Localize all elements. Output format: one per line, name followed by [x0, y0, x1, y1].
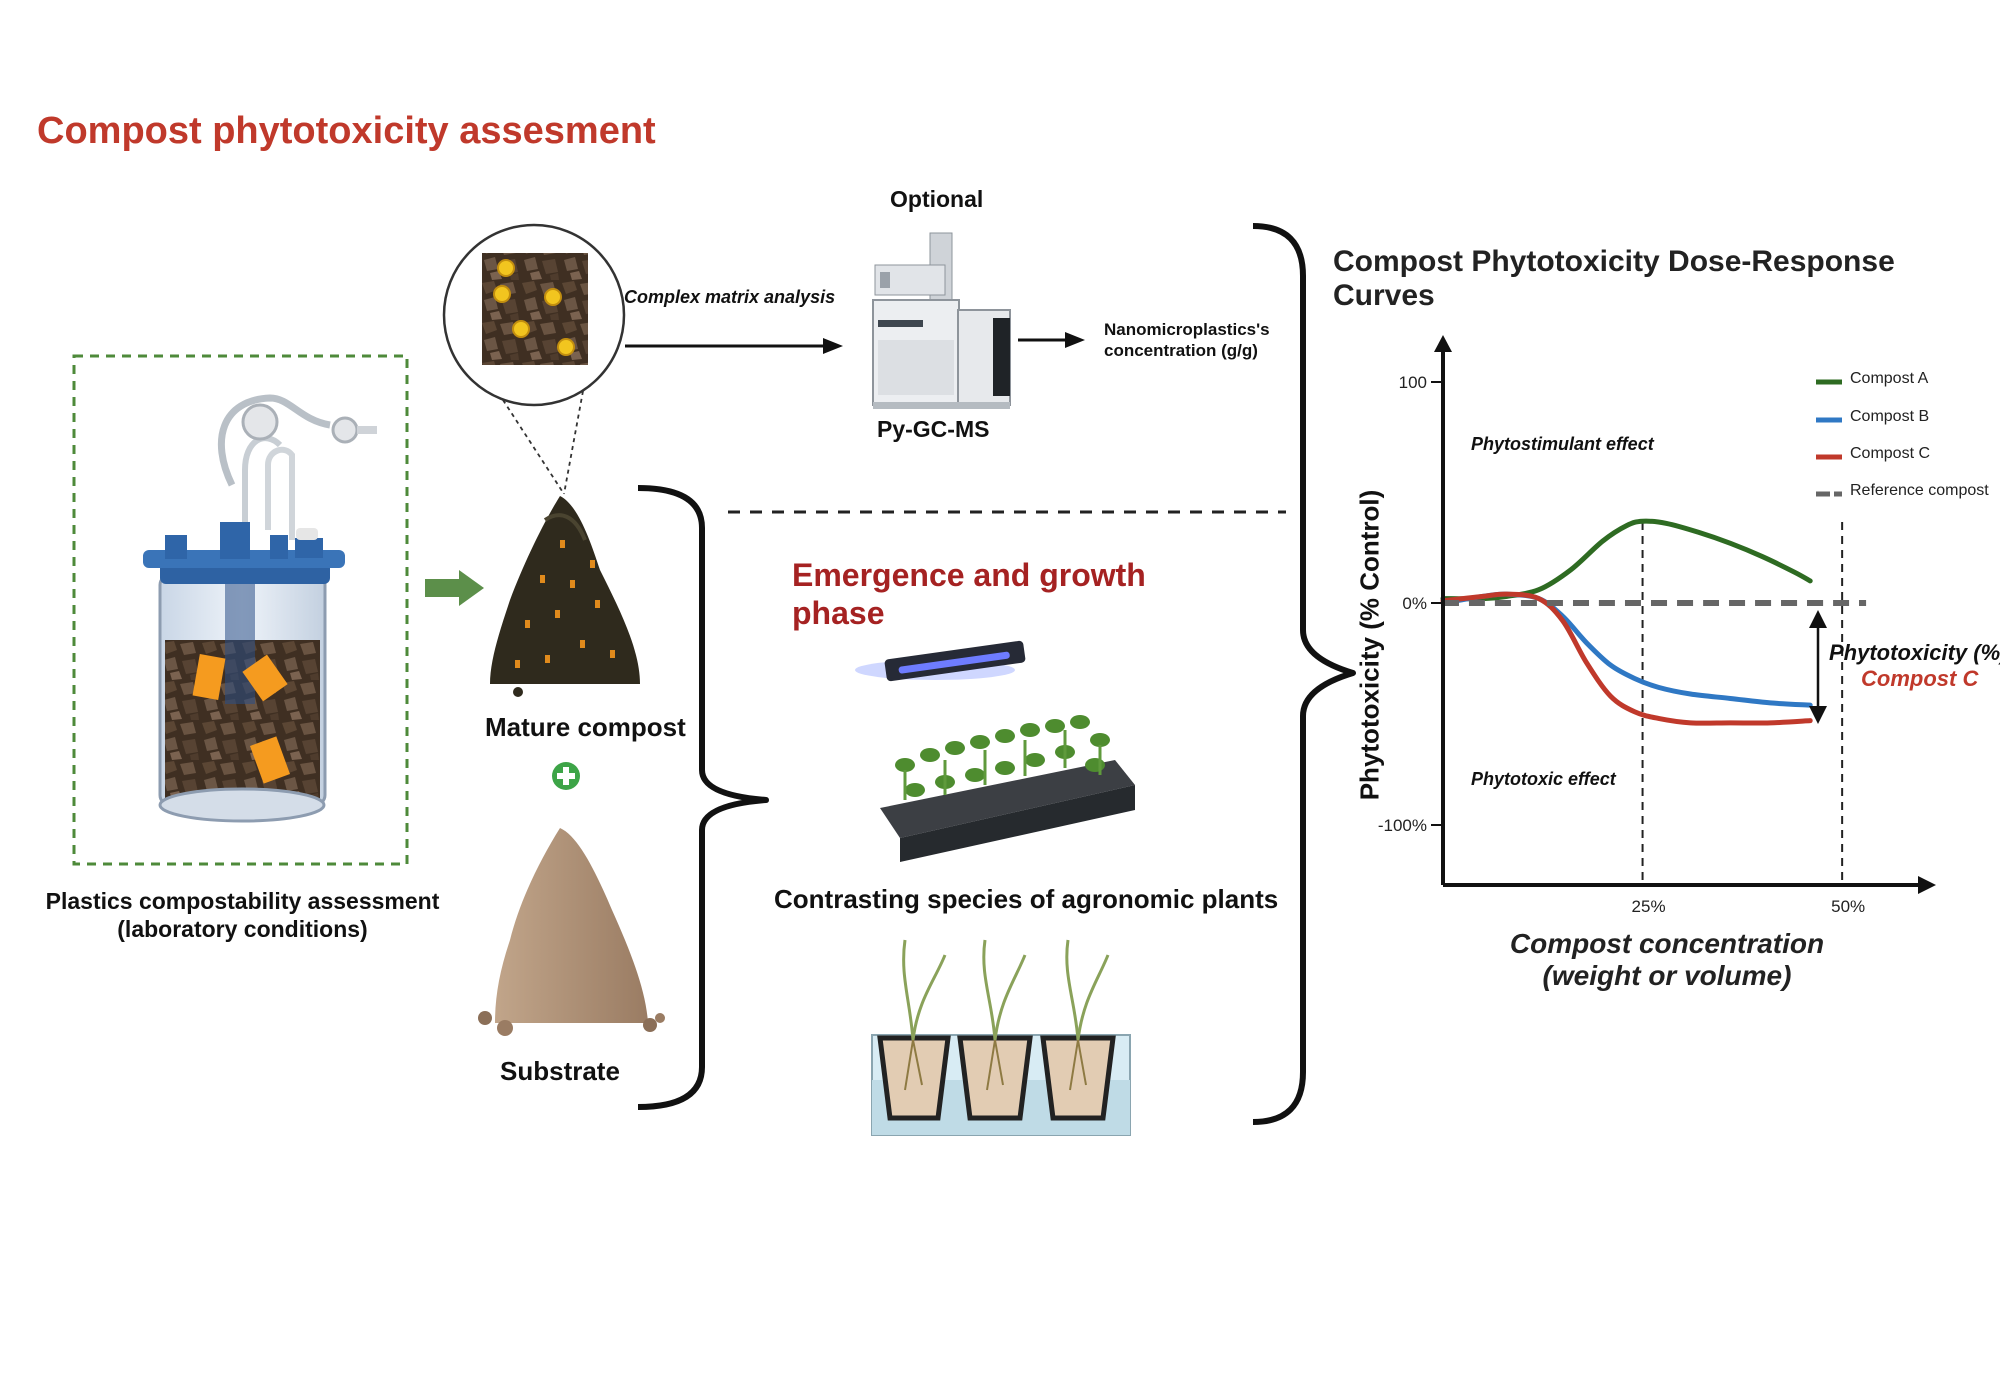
x-axis-arrowhead [1918, 876, 1936, 894]
legend-label: Reference compost [1850, 482, 1989, 499]
chart-ticks: 100 0% -100% 25% 50% [1378, 373, 1865, 916]
y-axis-arrowhead [1434, 335, 1452, 352]
phytotoxicity-arrow-head-up [1809, 610, 1827, 628]
y-tick-label: 0% [1402, 594, 1427, 613]
reactor-caption-line1: Plastics compostability assessment [45, 888, 440, 914]
main-title: Compost phytotoxicity assesment [37, 110, 656, 152]
series-line-compost-c [1440, 591, 1813, 726]
nanomicroplastics-output: Nanomicroplastics's concentration (g/g) [1104, 319, 1270, 361]
reactor-caption: Plastics compostability assessment (labo… [30, 887, 455, 943]
series-line-compost-b [1440, 591, 1813, 708]
chart-legend: Compost A Compost B Compost C Reference com… [1816, 370, 1989, 499]
species-label: Contrasting species of agronomic plants [774, 884, 1279, 914]
instrument-label: Py-GC-MS [877, 416, 990, 442]
reactor-box [72, 354, 409, 866]
legend-label: Compost C [1850, 445, 1930, 462]
y-tick-label: 100 [1399, 373, 1427, 392]
growth-phase-title: Emergence and growth phase [792, 556, 1146, 632]
grow-lamp-icon [855, 640, 1026, 682]
results-brace [1252, 223, 1356, 1125]
mature-compost-label: Mature compost [485, 712, 686, 742]
transfer-arrow [425, 570, 484, 606]
growth-title-line1: Emergence and growth [792, 557, 1146, 593]
chart-xlabel-line2: (weight or volume) [1542, 960, 1792, 991]
series-line-compost-a [1440, 518, 1813, 602]
chart-series [1440, 518, 1867, 726]
chart-guides [1641, 522, 1844, 885]
output-line1: Nanomicroplastics's [1104, 320, 1270, 339]
seedling-tray-icon [880, 715, 1135, 862]
growth-phase-brace [637, 485, 769, 1110]
y-tick-label: -100% [1378, 816, 1427, 835]
analysis-arrows [625, 332, 1085, 354]
x-tick-label: 50% [1831, 897, 1865, 916]
pygcms-instrument-icon [872, 232, 1011, 409]
phytotoxicity-label: Phytotoxicity (%) [1829, 640, 2000, 665]
chart-ylabel: Phytotoxicity (% Control) [1354, 489, 1385, 801]
magnifier-lens [442, 223, 626, 495]
chart-xlabel-line1: Compost concentration [1509, 928, 1825, 959]
bioreactor-icon [143, 394, 377, 823]
chart-axes [1434, 335, 1936, 894]
x-tick-label: 25% [1632, 897, 1666, 916]
chart-title: Compost Phytotoxicity Dose-Response Curv… [1333, 245, 1895, 312]
phytotoxic-annotation: Phytotoxic effect [1471, 769, 1617, 789]
optional-label: Optional [890, 186, 984, 212]
chart-ylabel-anchor: Phytotoxicity (% Control) [1340, 490, 1400, 801]
plus-icon [552, 762, 580, 790]
substrate-icon [478, 828, 665, 1036]
output-line2: concentration (g/g) [1104, 341, 1258, 360]
chart-xlabel: Compost concentration (weight or volume) [1482, 928, 1852, 992]
phytostimulant-annotation: Phytostimulant effect [1471, 434, 1655, 454]
phytotoxicity-sublabel: Compost C [1861, 666, 1979, 691]
growth-title-line2: phase [792, 595, 885, 631]
legend-label: Compost A [1850, 370, 1929, 387]
substrate-label: Substrate [500, 1056, 620, 1086]
reactor-caption-line2: (laboratory conditions) [117, 916, 368, 942]
potted-plants-icon [871, 939, 1131, 1136]
legend-label: Compost B [1850, 408, 1929, 425]
complex-matrix-label: Complex matrix analysis [624, 287, 836, 307]
phytotoxicity-arrow-head-down [1809, 706, 1827, 724]
mature-compost-icon [490, 496, 640, 697]
